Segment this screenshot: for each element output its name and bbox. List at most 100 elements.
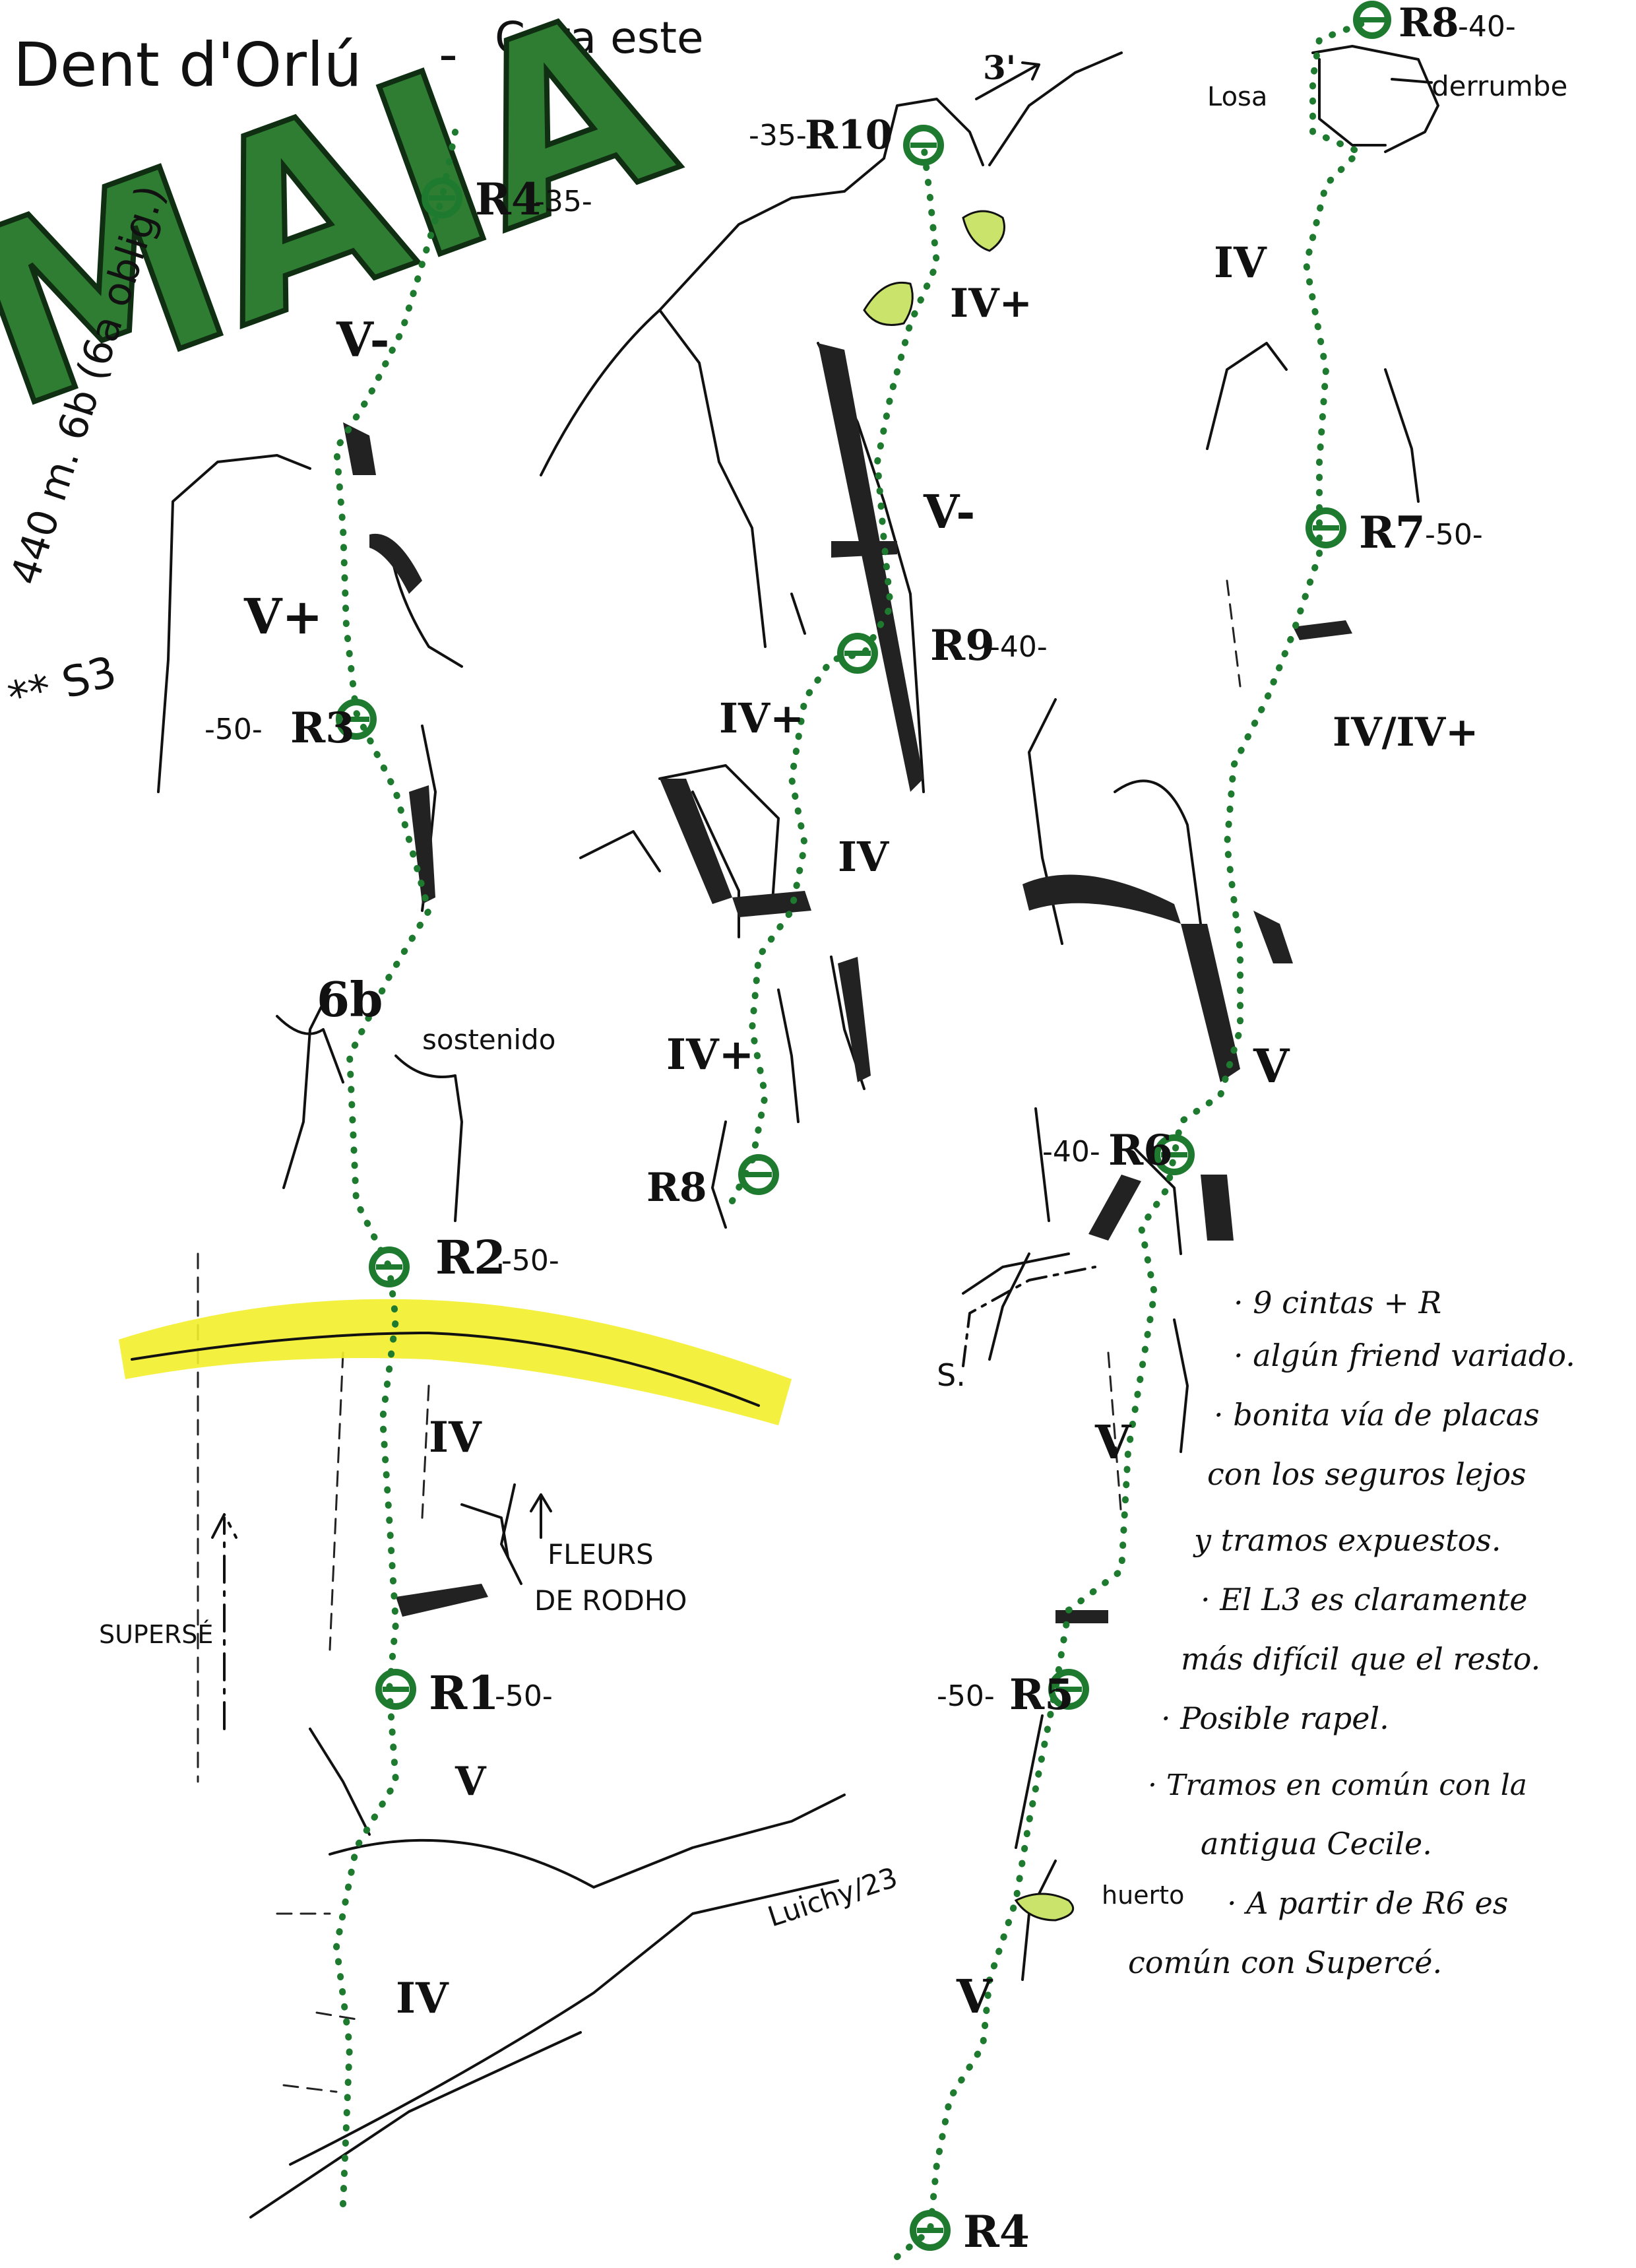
note-line: · Posible rapel. [1161, 1701, 1389, 1736]
belay-length: -50- [937, 1679, 995, 1713]
grade-label: 6b [317, 971, 383, 1027]
signature: Luichy/23 [764, 1861, 901, 1933]
belay-circle-icon [369, 1247, 410, 1287]
belay-R10: -35- R10 [749, 112, 944, 166]
mountain-title: Dent d'Orlú [13, 30, 362, 100]
route-line-left [332, 129, 458, 2207]
annotation-huerto: huerto [1102, 1881, 1184, 1910]
belay-length: -35- [749, 119, 807, 152]
belay-circle-icon [375, 1669, 416, 1710]
belay-label: R9 [930, 621, 995, 670]
belay-circle-icon [1353, 1, 1391, 39]
note-line: · El L3 es claramente [1201, 1582, 1528, 1617]
belay-R9: R9 -40- [837, 621, 1048, 674]
belay-R8-middle: R8 [646, 1154, 779, 1211]
belay-length: -40- [990, 630, 1048, 664]
note-line: más difícil que el resto. [1181, 1641, 1540, 1677]
belay-circle-icon [336, 699, 377, 740]
annotation-descent: 3' [983, 48, 1016, 87]
grade-label: IV+ [950, 280, 1032, 327]
belay-label: R4 [475, 174, 542, 225]
grade-label: IV [429, 1413, 482, 1462]
belay-length: -50- [495, 1679, 553, 1713]
route-line-right [894, 16, 1375, 2260]
belay-circle-icon [910, 2210, 951, 2251]
belay-R5: -50- R5 [937, 1669, 1089, 1720]
grade-label: V- [923, 484, 975, 539]
yellow-ledge [119, 1299, 792, 1425]
belay-length: -40- [1042, 1135, 1100, 1169]
route-notes: · 9 cintas + R · algún friend variado. ·… [1128, 1285, 1575, 1980]
belay-circle-icon [837, 633, 878, 674]
belay-length: -50- [1425, 518, 1483, 552]
belay-label: R5 [1009, 1670, 1074, 1720]
title-separator: - [439, 24, 458, 85]
grade-label: V- [336, 311, 390, 368]
descent-arrow-icon [975, 61, 1040, 100]
grade-label: V+ [243, 589, 323, 645]
belay-R7: R7 -50- [1306, 507, 1483, 558]
belay-R6: -40- R6 [1042, 1126, 1195, 1175]
belay-circle-icon [903, 125, 944, 166]
belay-label: R7 [1359, 507, 1426, 558]
belay-label: R4 [963, 2206, 1030, 2257]
note-line: con los seguros lejos [1207, 1456, 1526, 1492]
annotation-fleurs: FLEURS [548, 1538, 654, 1571]
annotation-derrumbe: derrumbe [1432, 70, 1567, 102]
belay-circle-icon [1048, 1669, 1089, 1710]
note-line: · Tramos en común con la [1148, 1768, 1527, 1802]
route-line-middle [729, 142, 941, 1204]
belay-label: R6 [1108, 1126, 1173, 1175]
left-topo-rock [157, 422, 846, 2219]
belay-R4: R4 -35- [422, 174, 592, 225]
belay-label: R8 [646, 1165, 707, 1211]
grade-label: IV/IV+ [1333, 709, 1478, 756]
grade-label: V [956, 1969, 993, 2024]
note-line: · bonita vía de placas [1214, 1397, 1540, 1433]
belay-length: -35- [534, 185, 592, 218]
grade-label: V [1094, 1415, 1132, 1470]
note-line: antigua Cecile. [1201, 1826, 1432, 1862]
belay-length: -50- [501, 1244, 559, 1278]
annotation-s-mark: S. [937, 1357, 966, 1393]
rating-label: ** S3 [3, 647, 121, 723]
grade-label: IV [1214, 238, 1267, 288]
grade-label: V [1253, 1039, 1290, 1093]
belay-R4-bottom: R4 [910, 2206, 1030, 2257]
belay-circle-icon [1154, 1134, 1195, 1175]
note-line: y tramos expuestos. [1193, 1522, 1501, 1558]
annotation-de-rodho: DE RODHO [534, 1584, 687, 1617]
right-topo-rock [962, 45, 1439, 1981]
belay-circle-icon [1306, 507, 1346, 548]
middle-topo-rock [540, 51, 1123, 1229]
belay-R8: R8 -40- [1353, 0, 1516, 46]
note-line: común con Supercé. [1128, 1945, 1442, 1980]
face-label: Cara este [495, 13, 704, 63]
belay-label: R3 [290, 703, 355, 753]
note-line: · 9 cintas + R [1234, 1285, 1441, 1320]
grade-label: IV+ [666, 1030, 754, 1080]
note-line: · algún friend variado. [1234, 1338, 1575, 1373]
annotation-losa: Losa [1207, 82, 1267, 112]
arrow-up-icon [530, 1493, 552, 1539]
grade-label: IV [838, 833, 889, 881]
belay-length: -40- [1458, 10, 1516, 44]
belay-label: R1 [429, 1666, 499, 1720]
belay-length: -50- [204, 713, 263, 746]
grade-label: V [455, 1759, 487, 1805]
grade-label: IV [396, 1974, 449, 2023]
belay-label: R8 [1399, 0, 1459, 46]
belay-label: R2 [435, 1230, 506, 1285]
belay-R1: R1 -50- [375, 1666, 553, 1720]
belay-circle-icon [422, 178, 462, 218]
moss-patch-3 [1014, 1893, 1075, 1922]
grade-label: IV+ [719, 694, 804, 742]
arrow-up-icon [211, 1513, 237, 1730]
belay-circle-icon [738, 1154, 779, 1195]
belay-R3: -50- R3 [204, 699, 377, 753]
belay-label: R10 [805, 112, 893, 158]
annotation-superse: SUPERSÉ [99, 1620, 213, 1649]
belay-R2: R2 -50- [369, 1230, 559, 1287]
moss-patch-1 [863, 281, 914, 326]
